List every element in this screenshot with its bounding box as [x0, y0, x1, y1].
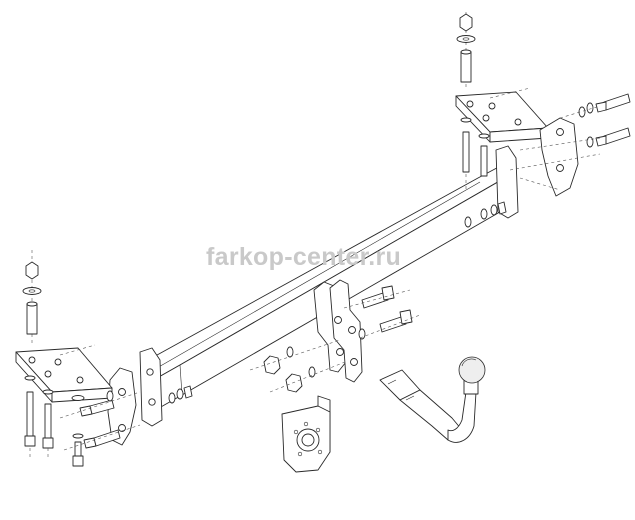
- tow-ball-neck: [379, 356, 486, 443]
- watermark-text: farkop-center.ru: [206, 243, 402, 271]
- right-top-fastener-stack: [456, 12, 476, 88]
- left-top-fastener-stack: [22, 250, 42, 345]
- socket-mounting-plate: [281, 395, 331, 473]
- right-horizontal-bolts: [509, 93, 631, 191]
- right-mounting-plate: [455, 87, 549, 143]
- center-ball-mount-brackets: [313, 279, 363, 383]
- right-end-plate: [495, 145, 519, 219]
- left-horizontal-bolts: [59, 385, 193, 451]
- left-end-plate: [139, 347, 163, 427]
- center-bolts: [343, 285, 421, 340]
- right-side-bracket: [539, 117, 579, 197]
- right-lower-bolts: [460, 117, 507, 228]
- left-lower-bolts: [24, 375, 85, 467]
- center-nuts: [249, 339, 346, 393]
- left-side-bracket: [107, 367, 137, 446]
